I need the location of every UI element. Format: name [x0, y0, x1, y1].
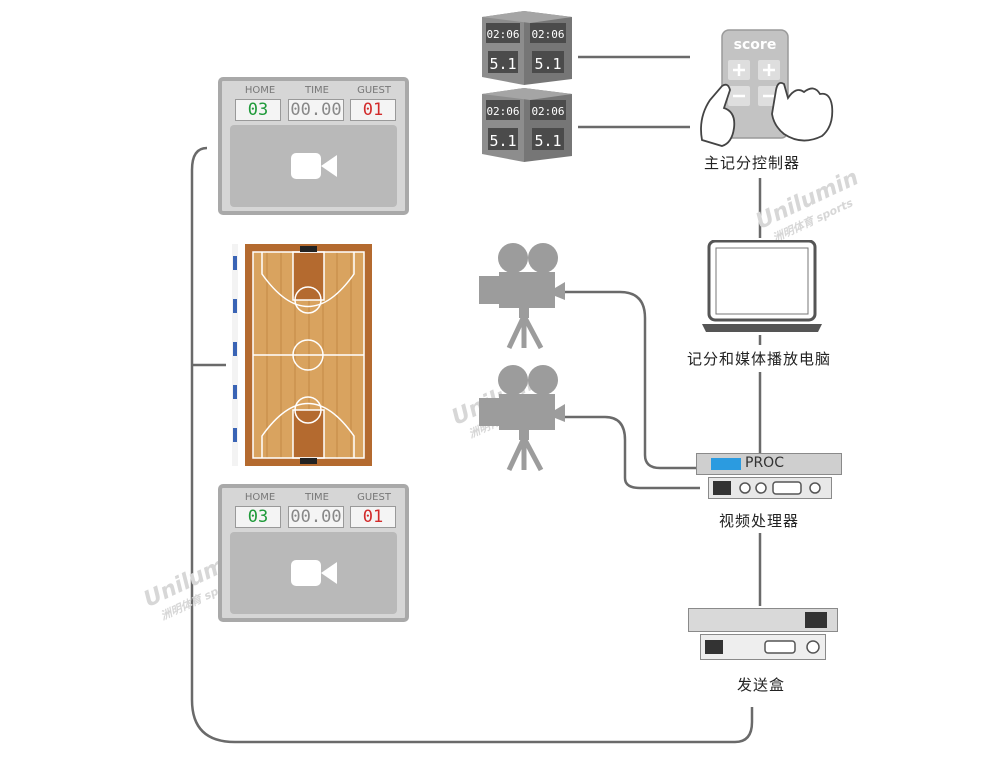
plus-icon — [733, 64, 775, 76]
time-label: TIME — [304, 85, 329, 96]
shot-clock-time-b: 02:06 — [531, 105, 564, 118]
home-score: 03 — [235, 506, 281, 528]
score-controller: score — [700, 29, 834, 147]
sending-box-panel — [805, 612, 827, 628]
home-label: HOME — [244, 85, 276, 96]
guest-label: GUEST — [357, 85, 391, 96]
power-socket-icon — [705, 640, 820, 654]
shot-clock-time-a: 02:06 — [486, 105, 519, 118]
time-value: 00.00 — [288, 506, 344, 528]
laptop-icon — [702, 240, 822, 332]
shot-clock-seconds-a: 5.1 — [489, 132, 516, 150]
sending-box — [688, 608, 838, 632]
video-camera-icon — [291, 560, 337, 586]
sending-box-rear — [700, 634, 826, 660]
sender-label: 发送盒 — [737, 676, 786, 694]
power-socket-icon — [713, 481, 821, 495]
proc-display — [711, 458, 741, 470]
time-value: 00.00 — [288, 99, 344, 121]
video-processor: PROC — [696, 453, 842, 475]
shot-clock-time-a: 02:06 — [486, 28, 519, 41]
right-hand-icon — [771, 81, 834, 142]
camera-top-icon — [479, 243, 565, 350]
video-screen — [230, 532, 397, 614]
shot-clock-seconds-b: 5.1 — [534, 55, 561, 73]
proc-brand: PROC — [745, 455, 784, 471]
left-hand-icon — [700, 83, 736, 147]
controller-label: 主记分控制器 — [704, 154, 801, 172]
shot-clock-top: 02:06 02:06 5.1 5.1 — [482, 11, 572, 85]
shot-clock-seconds-a: 5.1 — [489, 55, 516, 73]
time-label: TIME — [304, 492, 329, 503]
home-label: HOME — [244, 492, 276, 503]
shot-clock-seconds-b: 5.1 — [534, 132, 561, 150]
video-processor-rear — [708, 477, 832, 499]
guest-label: GUEST — [357, 492, 391, 503]
processor-label: 视频处理器 — [719, 512, 800, 530]
camera-bottom-icon — [479, 365, 565, 472]
video-screen — [230, 125, 397, 207]
guest-score: 01 — [350, 99, 396, 121]
home-score: 03 — [235, 99, 281, 121]
scoreboard-bottom: HOME TIME GUEST 03 00.00 01 — [218, 484, 409, 622]
shot-clock-bottom: 02:06 02:06 5.1 5.1 — [482, 88, 572, 162]
laptop-label: 记分和媒体播放电脑 — [687, 350, 832, 368]
shot-clock-time-b: 02:06 — [531, 28, 564, 41]
guest-score: 01 — [350, 506, 396, 528]
basketball-court — [232, 244, 372, 466]
keypad-title: score — [734, 37, 777, 53]
video-camera-icon — [291, 153, 337, 179]
scoreboard-top: HOME TIME GUEST 03 00.00 01 — [218, 77, 409, 215]
